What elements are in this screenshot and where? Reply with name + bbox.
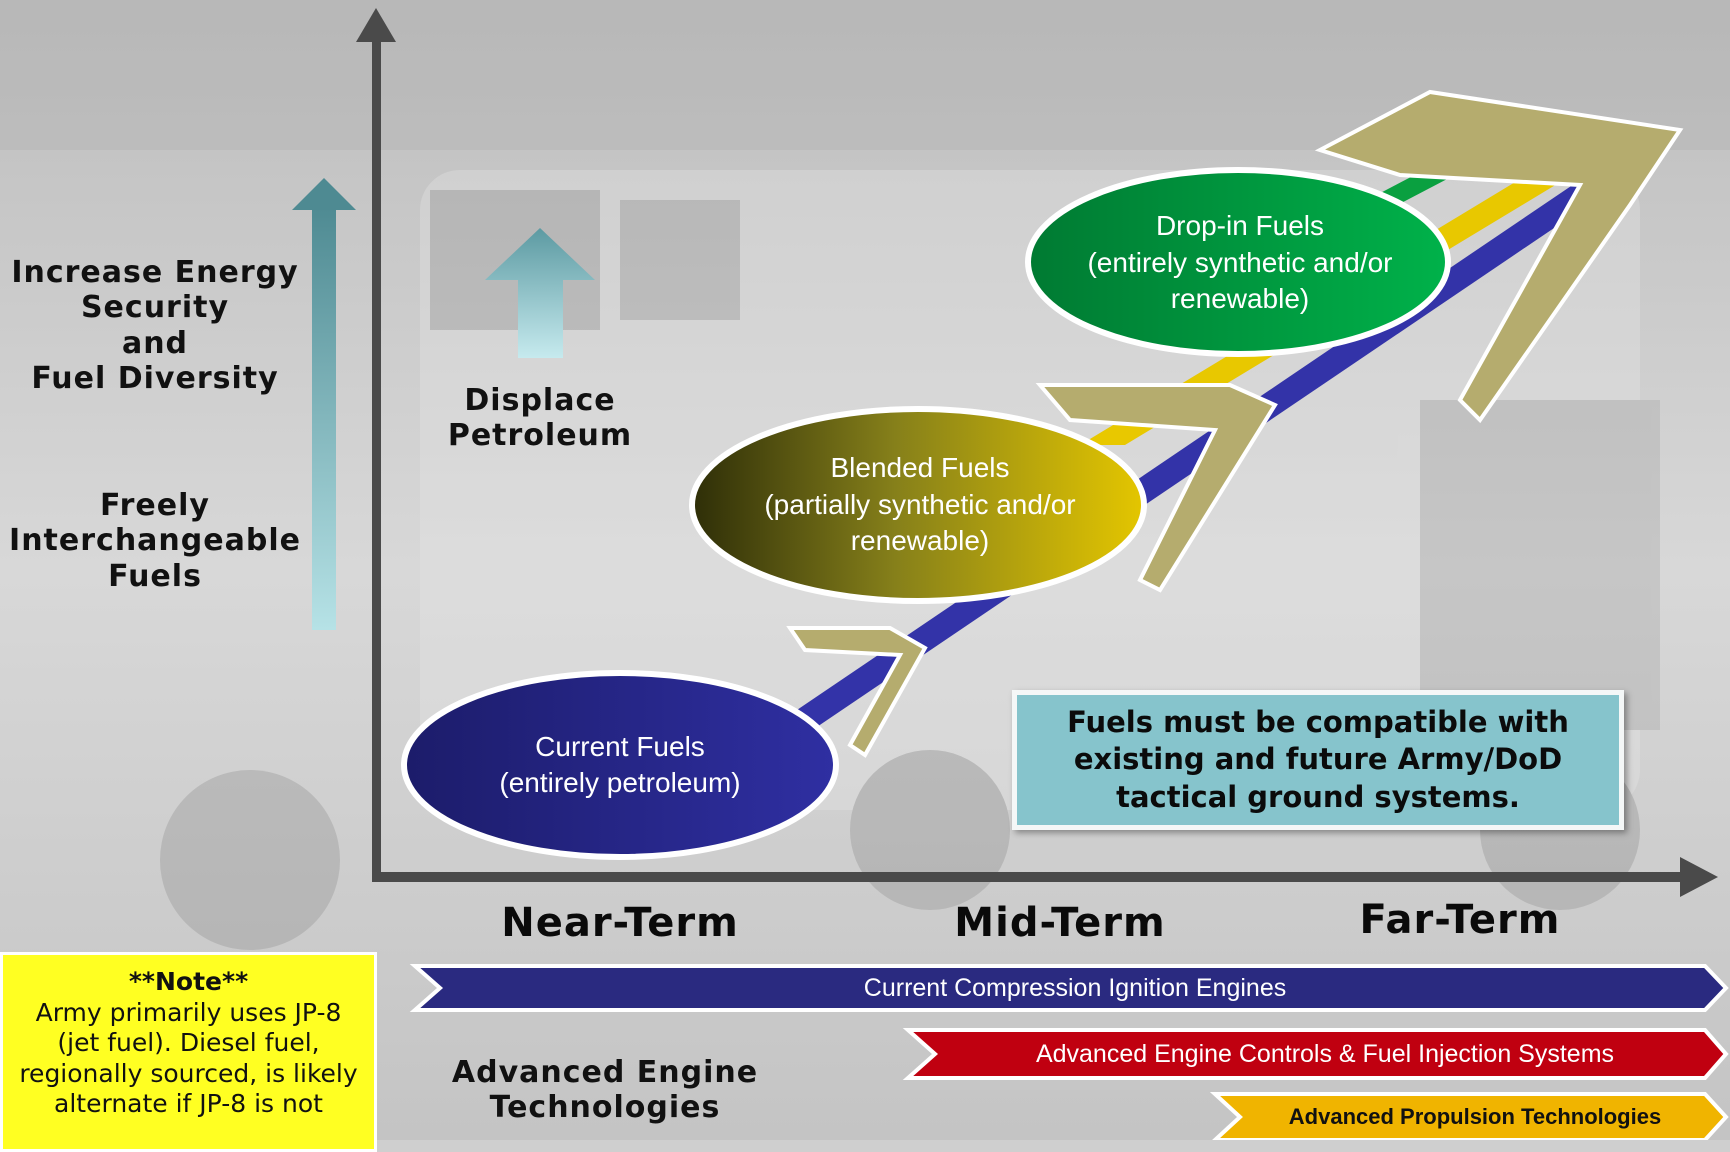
engine-tech-line: Technologies	[489, 1090, 721, 1126]
blended-fuels-subtitle: (partially synthetic and/or	[764, 488, 1076, 520]
y-axis-arrowhead	[356, 8, 396, 42]
y-axis-line	[372, 30, 381, 882]
note-title: **Note**	[128, 967, 249, 996]
mid-term-label: Mid-Term	[954, 900, 1166, 946]
advanced-controls-label: Advanced Engine Controls & Fuel Injectio…	[1035, 1039, 1615, 1068]
interchangeable-label-line: Fuels	[108, 558, 202, 594]
blended-fuels-title: Blended Fuels	[830, 452, 1010, 484]
note-box: **Note** Army primarily uses JP-8 (jet f…	[0, 952, 377, 1152]
displace-arrow-icon	[485, 228, 595, 358]
energy-arrow	[292, 178, 356, 630]
interchangeable-fuels-label: Freely Interchangeable Fuels	[5, 488, 305, 594]
medium-chevron	[1035, 383, 1278, 593]
advanced-controls-band	[902, 1028, 1729, 1080]
energy-label-line: Increase Energy	[11, 255, 299, 290]
x-axis-arrowhead	[1680, 857, 1718, 897]
callout-line: Fuels must be compatible with	[1067, 705, 1569, 740]
axes	[356, 8, 1718, 897]
x-axis-line	[372, 872, 1692, 882]
engine-technologies-label: Advanced Engine Technologies	[430, 1055, 780, 1126]
engine-tech-line: Advanced Engine	[451, 1055, 759, 1090]
dropin-fuels-title: Drop-in Fuels	[1155, 210, 1325, 242]
small-chevron	[786, 626, 928, 758]
displace-label-line: Displace	[464, 383, 616, 418]
propulsion-band	[1209, 1092, 1729, 1140]
blended-fuels-ellipse	[689, 406, 1147, 604]
blended-fuels-text: Blended Fuels (partially synthetic and/o…	[710, 440, 1130, 570]
callout-line: existing and future Army/DoD	[1073, 742, 1563, 777]
dropin-fuels-subtitle: (entirely synthetic and/or	[1087, 246, 1393, 278]
note-line: (jet fuel). Diesel fuel,	[57, 1028, 320, 1057]
callout-line: tactical ground systems.	[1116, 779, 1520, 814]
interchangeable-label-line: Freely	[100, 488, 210, 523]
near-term-label: Near-Term	[501, 900, 739, 946]
displace-petroleum-label: Displace Petroleum	[420, 383, 660, 454]
energy-security-label: Increase Energy Security and Fuel Divers…	[5, 255, 305, 397]
dropin-fuels-text: Drop-in Fuels (entirely synthetic and/or…	[1040, 198, 1440, 328]
interchangeable-label-line: Interchangeable	[9, 523, 301, 559]
dropin-fuels-ellipse	[1025, 167, 1451, 357]
note-line: Army primarily uses JP-8	[35, 997, 342, 1027]
energy-label-line: and	[121, 325, 189, 361]
engine-bands	[409, 964, 1729, 1140]
dropin-fuels-subtitle: renewable)	[1170, 283, 1310, 315]
displace-label-line: Petroleum	[447, 418, 633, 454]
propulsion-label: Advanced Propulsion Technologies	[1288, 1104, 1662, 1129]
note-line: regionally sourced, is likely	[19, 1058, 358, 1088]
energy-label-line: Security	[80, 290, 230, 326]
ci-engines-band	[409, 964, 1729, 1012]
blended-fuels-subtitle: renewable)	[850, 525, 990, 557]
current-fuels-text: Current Fuels (entirely petroleum)	[420, 715, 820, 815]
ci-engines-label: Current Compression Ignition Engines	[863, 973, 1287, 1002]
current-fuels-ellipse	[401, 670, 839, 860]
note-line: alternate if JP-8 is not	[54, 1089, 323, 1118]
large-chevron	[1314, 89, 1684, 424]
current-fuels-title: Current Fuels	[535, 730, 705, 762]
compatibility-callout: Fuels must be compatible with existing a…	[1012, 690, 1624, 830]
far-term-label: Far-Term	[1359, 897, 1561, 943]
current-fuels-subtitle: (entirely petroleum)	[499, 767, 741, 798]
energy-label-line: Fuel Diversity	[31, 361, 279, 397]
chevrons	[786, 89, 1684, 758]
